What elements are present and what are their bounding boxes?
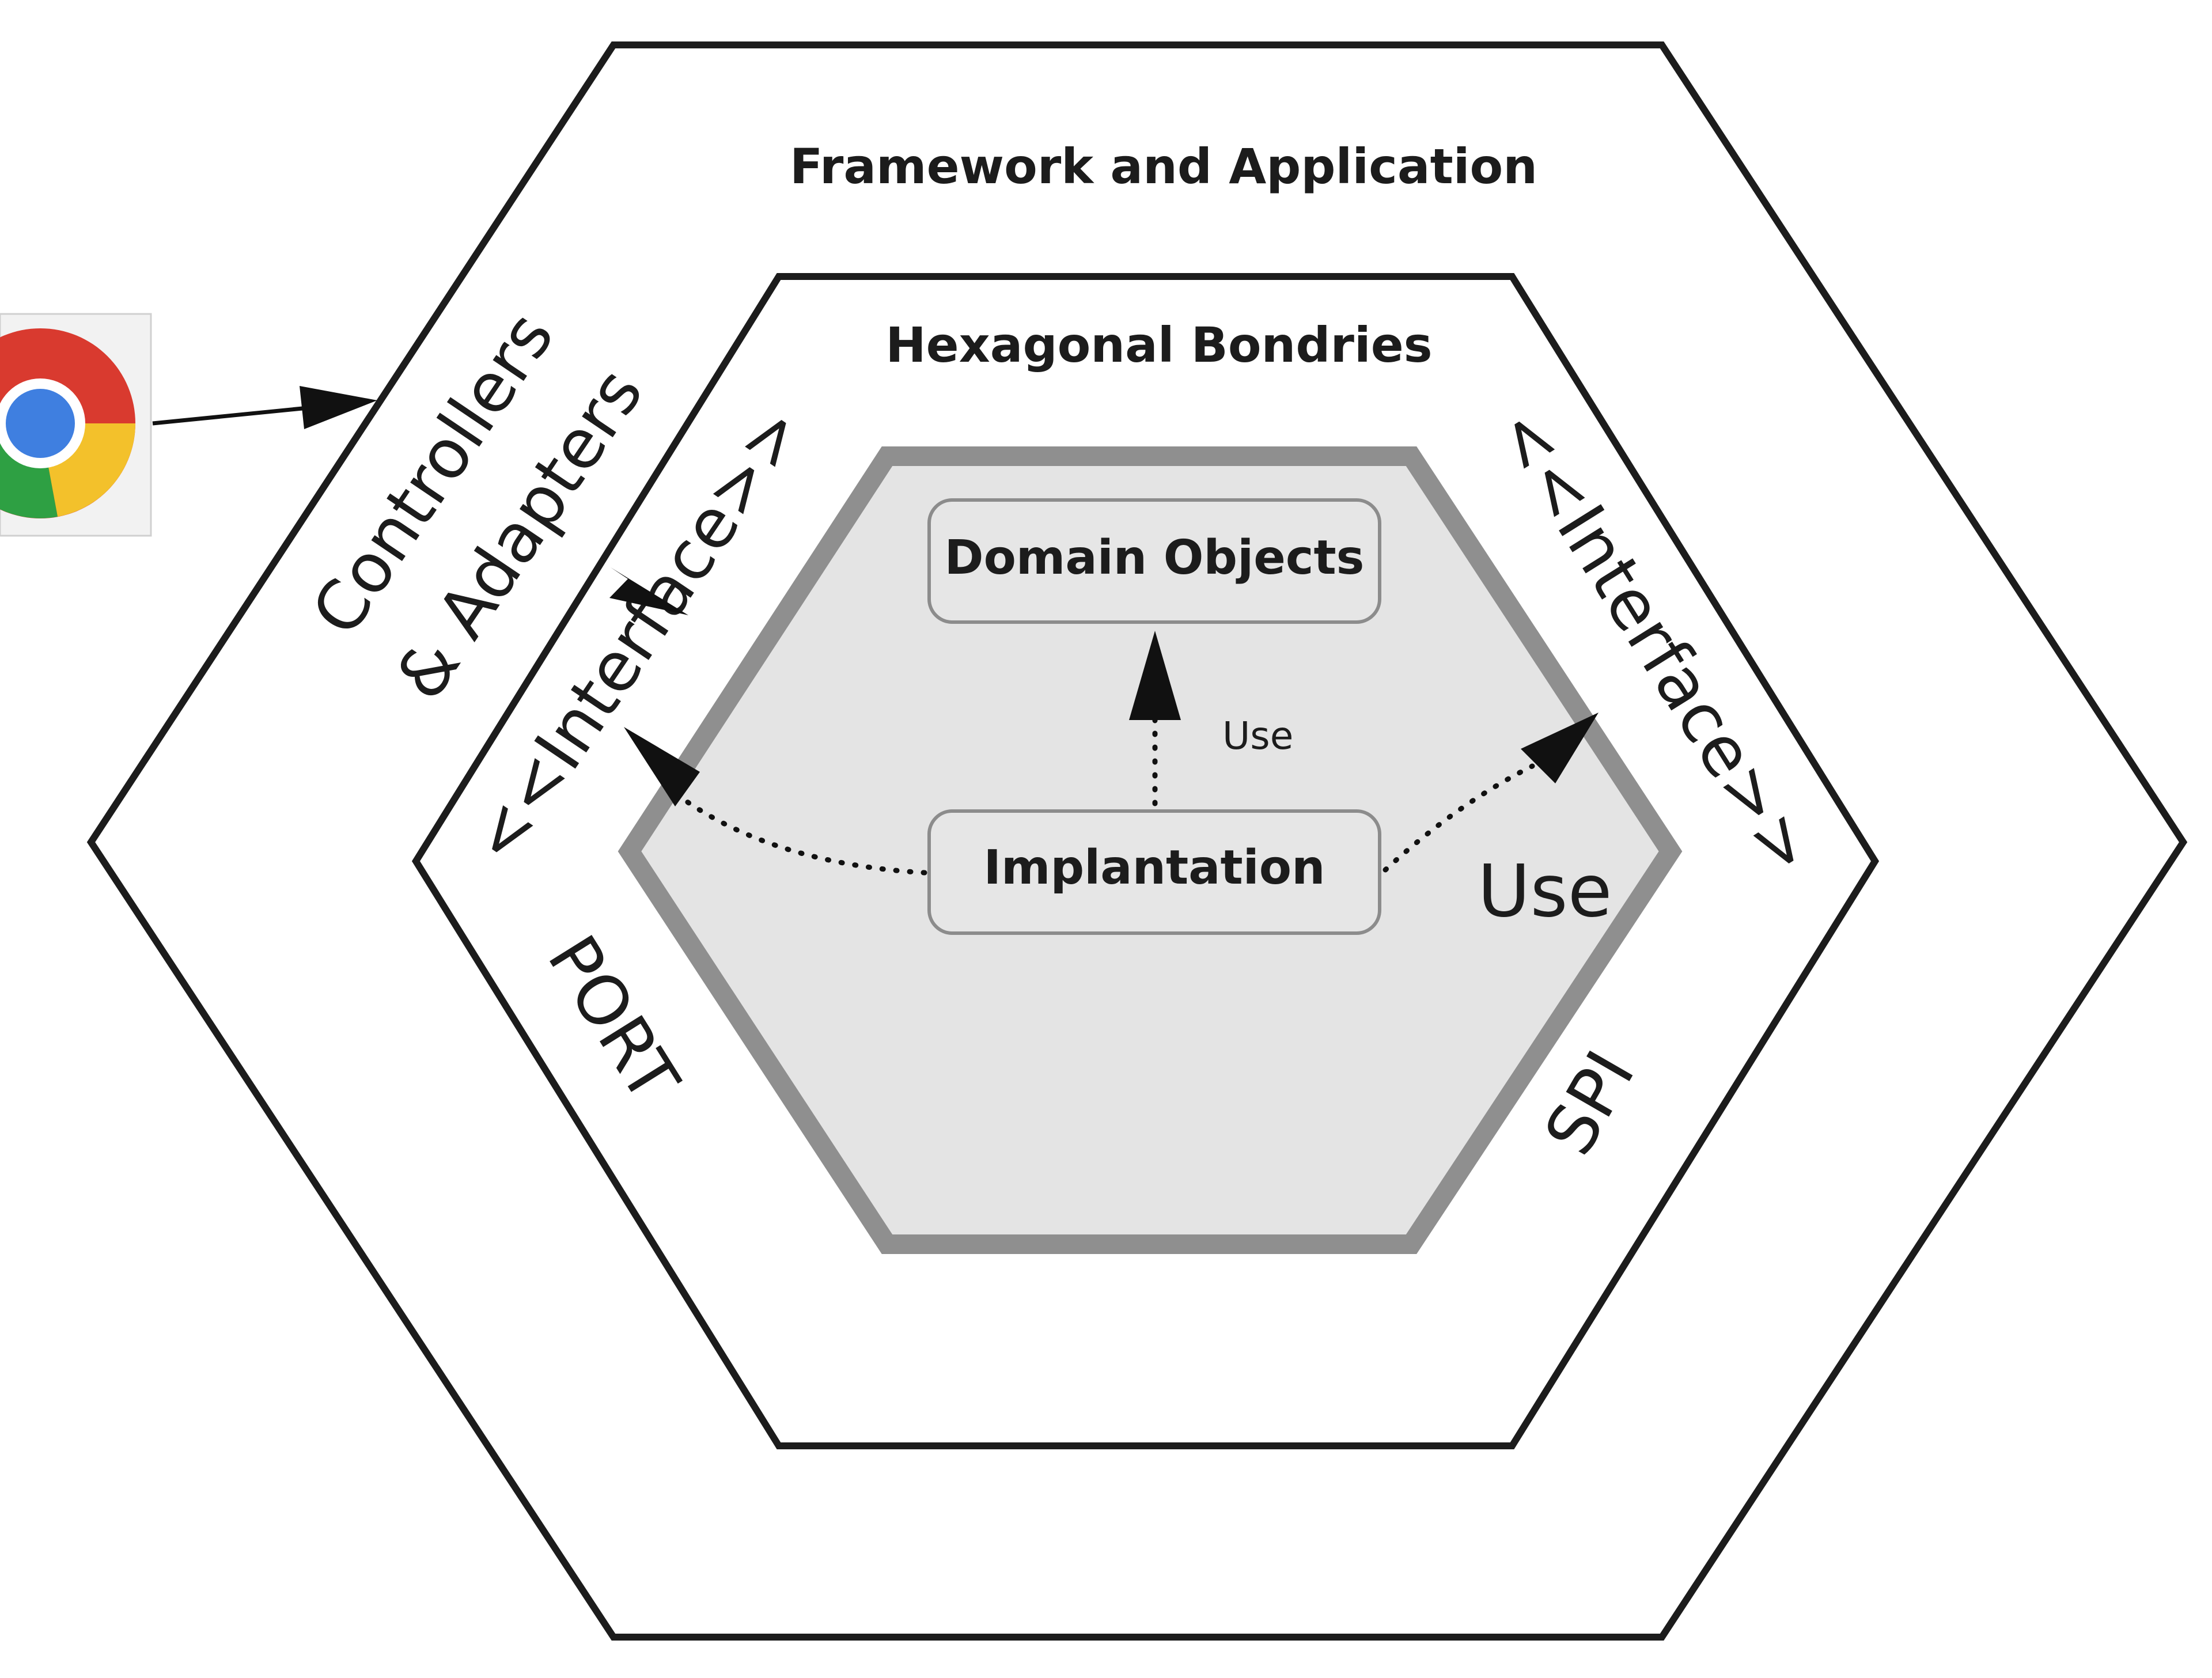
chrome-browser-icon[interactable] (0, 313, 152, 537)
use-arrow-right-interface (1382, 713, 1599, 873)
implantation-box[interactable]: Implantation (927, 809, 1381, 935)
implantation-label: Implantation (983, 840, 1325, 895)
use-arrow-up (1129, 631, 1181, 806)
use-label-large: Use (1478, 850, 1612, 933)
use-arrow-left-interface (624, 727, 927, 876)
use-label-small: Use (1222, 714, 1293, 758)
request-arrow (152, 386, 377, 429)
adapter-arrow (609, 567, 688, 615)
middle-layer-title: Hexagonal Bondries (885, 317, 1432, 373)
outer-layer-title: Framework and Application (790, 138, 1537, 195)
domain-objects-label: Domain Objects (945, 531, 1365, 585)
domain-objects-box[interactable]: Domain Objects (927, 498, 1381, 624)
